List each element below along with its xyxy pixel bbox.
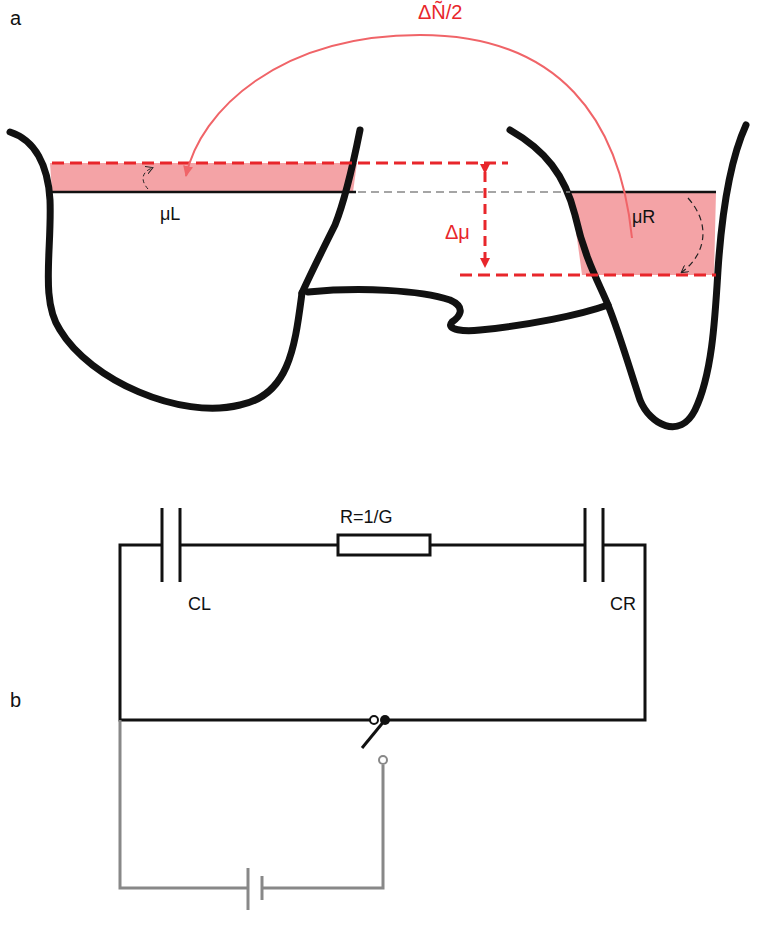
panel-letter: b (10, 690, 21, 710)
delta-mu-label: Δμ (445, 222, 470, 242)
capacitor-label: CL (188, 595, 211, 613)
left-vessel (10, 132, 302, 408)
raised-level (52, 162, 508, 165)
connecting-tube (308, 290, 608, 331)
lowered-level (460, 274, 716, 277)
delta-mu-arrow (484, 172, 487, 266)
transfer-label: ΔÑ/2 (418, 2, 462, 22)
capacitor-symbol (584, 508, 587, 582)
potential-label: μL (160, 205, 180, 223)
battery-symbol (247, 868, 250, 910)
added-fluid (50, 163, 357, 192)
capacitor-symbol (161, 508, 164, 582)
panel-letter: a (10, 8, 21, 28)
battery-branch (120, 720, 387, 910)
reference-level (358, 191, 570, 193)
capacitor-label: CR (610, 595, 636, 613)
transfer-arrow (186, 35, 632, 238)
potential-label: μR (632, 208, 655, 226)
left-vessel-wall (302, 130, 360, 293)
resistor-label: R=1/G (340, 508, 393, 526)
resistor-symbol (338, 535, 430, 555)
circuit (120, 508, 645, 748)
